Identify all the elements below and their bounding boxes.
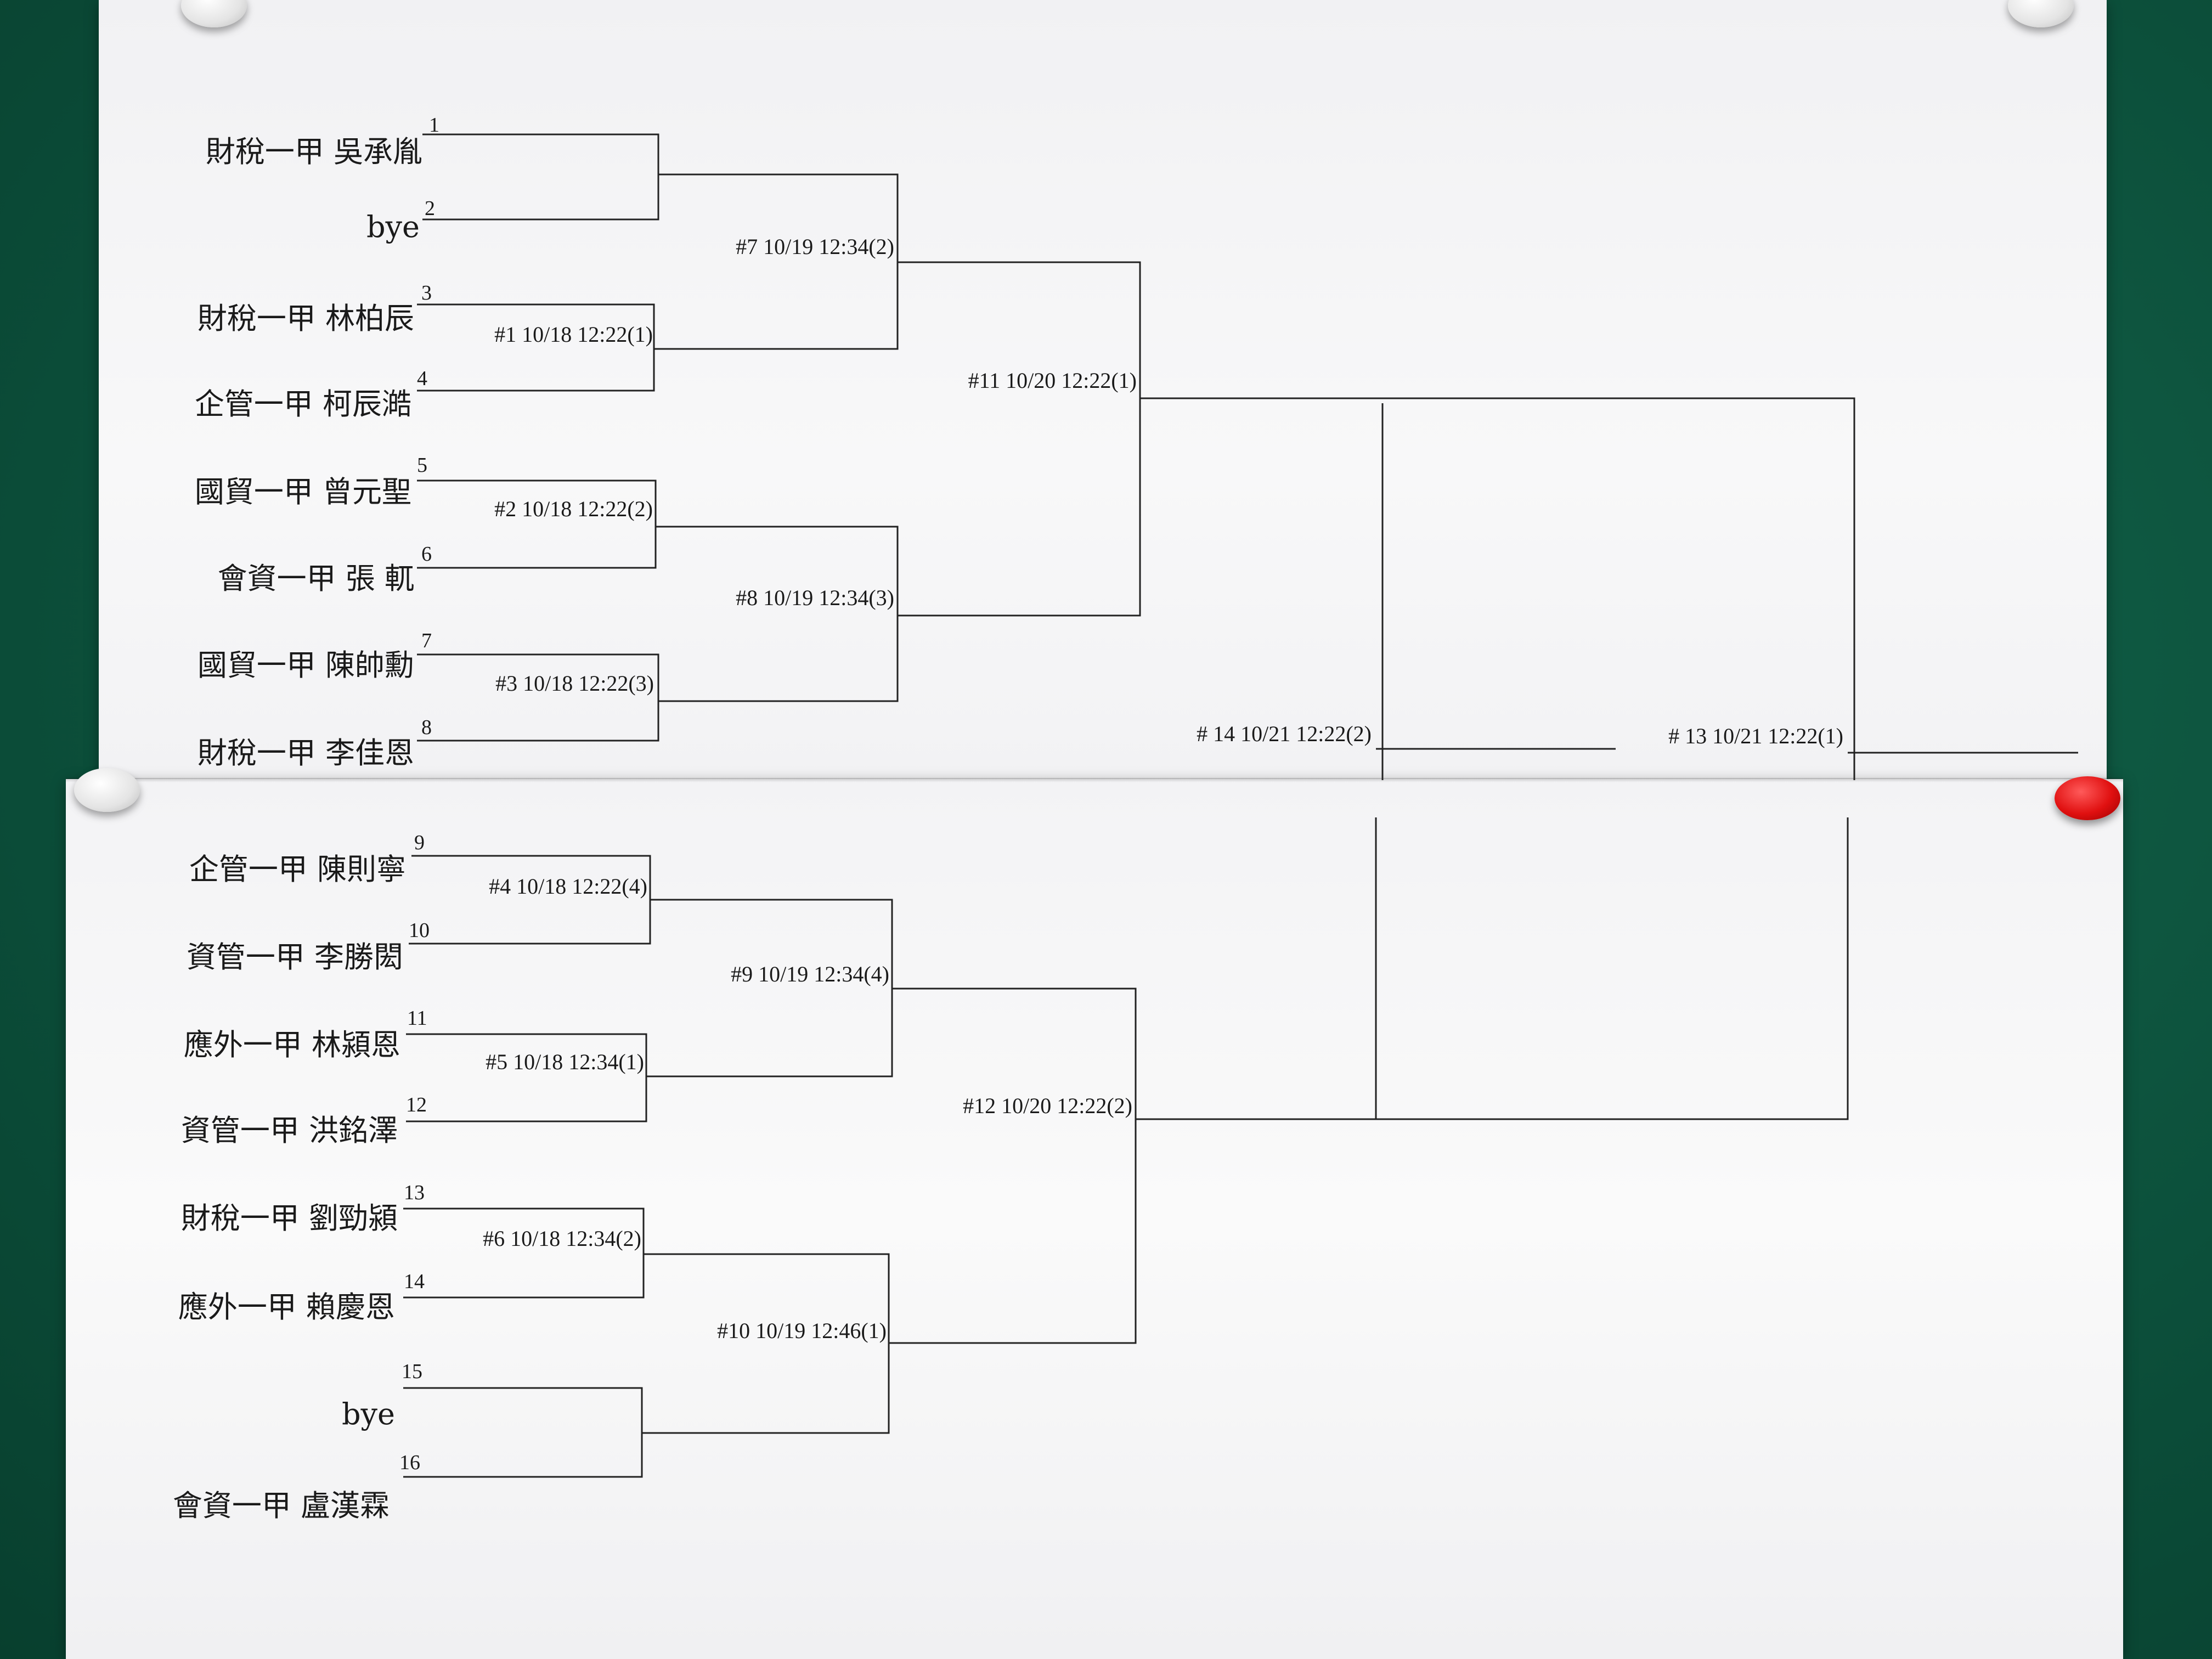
- player-name-10: 資管一甲 李勝閎: [186, 940, 403, 974]
- seed-number-16: 16: [399, 1451, 420, 1474]
- player-name-3: 財稅一甲 林柏辰: [197, 301, 414, 336]
- seed-number-4: 4: [417, 367, 427, 390]
- bracket-line: [409, 855, 651, 945]
- seed-number-13: 13: [404, 1181, 425, 1204]
- bracket-line: [654, 173, 899, 350]
- seed-number-11: 11: [407, 1007, 427, 1030]
- bracket-line: [403, 1387, 643, 1478]
- bracket-line: [642, 1253, 890, 1434]
- match-label-7: #7 10/19 12:34(2): [736, 234, 894, 259]
- player-name-1: 財稅一甲 吳承胤: [205, 134, 422, 169]
- match-label-5: #5 10/18 12:34(1): [486, 1049, 644, 1074]
- bracket-line: [417, 303, 655, 392]
- player-name-6: 會資一甲 張 軏: [217, 561, 414, 596]
- seed-number-15: 15: [402, 1360, 422, 1383]
- bracket-line: [656, 526, 899, 702]
- bracket-line: [898, 261, 1141, 617]
- player-name-15: bye: [341, 1397, 395, 1431]
- match-label-1: #1 10/18 12:22(1): [494, 322, 653, 347]
- seed-number-5: 5: [417, 454, 427, 477]
- paper-overlap-shadow: [66, 778, 2123, 782]
- match-label-13: # 13 10/21 12:22(1): [1668, 724, 1843, 748]
- player-name-11: 應外一甲 林潁恩: [183, 1028, 400, 1062]
- seed-number-3: 3: [421, 281, 432, 304]
- match-label-4: #4 10/18 12:22(4): [489, 874, 647, 899]
- match-label-6: #6 10/18 12:34(2): [483, 1226, 641, 1251]
- seed-number-6: 6: [421, 543, 432, 566]
- bracket-line: [646, 899, 893, 1077]
- player-name-13: 財稅一甲 劉勁潁: [180, 1201, 398, 1235]
- match-label-10: #10 10/19 12:46(1): [717, 1318, 887, 1343]
- match-label-12: #12 10/20 12:22(2): [963, 1093, 1132, 1118]
- player-name-12: 資管一甲 洪銘澤: [180, 1113, 398, 1148]
- match-label-2: #2 10/18 12:22(2): [494, 496, 653, 521]
- bracket-line: [406, 1033, 647, 1122]
- seed-number-14: 14: [404, 1270, 425, 1293]
- seed-number-9: 9: [414, 831, 425, 854]
- seed-number-8: 8: [421, 716, 432, 739]
- match-label-14: # 14 10/21 12:22(2): [1197, 721, 1372, 746]
- player-name-9: 企管一甲 陳則寧: [189, 852, 406, 887]
- bracket-line: [422, 133, 659, 221]
- seed-number-10: 10: [409, 919, 430, 942]
- bracket-line: [889, 988, 1137, 1344]
- bracket-line: [417, 653, 659, 742]
- player-name-16: 會資一甲 盧漢霖: [172, 1488, 390, 1523]
- seed-number-2: 2: [425, 197, 435, 220]
- seed-number-12: 12: [406, 1093, 427, 1116]
- bracket-sheet-bottom: [66, 779, 2123, 1659]
- seed-number-1: 1: [429, 114, 439, 137]
- match-label-3: #3 10/18 12:22(3): [495, 671, 654, 696]
- bracket-line: [403, 1207, 645, 1299]
- player-name-4: 企管一甲 柯辰澔: [194, 387, 411, 421]
- bracket-line: [1140, 397, 1855, 780]
- bracket-line: [417, 479, 657, 569]
- player-name-8: 財稅一甲 李佳恩: [197, 736, 414, 770]
- match-label-9: #9 10/19 12:34(4): [731, 962, 889, 986]
- seed-number-7: 7: [421, 629, 432, 652]
- white-push-pin: [74, 768, 140, 812]
- player-name-7: 國貿一甲 陳帥勳: [197, 648, 414, 682]
- bracket-line: [1136, 817, 1849, 1120]
- match-label-8: #8 10/19 12:34(3): [736, 585, 894, 610]
- player-name-2: bye: [366, 210, 420, 244]
- red-push-pin: [2055, 776, 2120, 820]
- player-name-14: 應外一甲 賴慶恩: [178, 1290, 395, 1324]
- player-name-5: 國貿一甲 曾元聖: [194, 475, 411, 509]
- match-label-11: #11 10/20 12:22(1): [968, 368, 1137, 393]
